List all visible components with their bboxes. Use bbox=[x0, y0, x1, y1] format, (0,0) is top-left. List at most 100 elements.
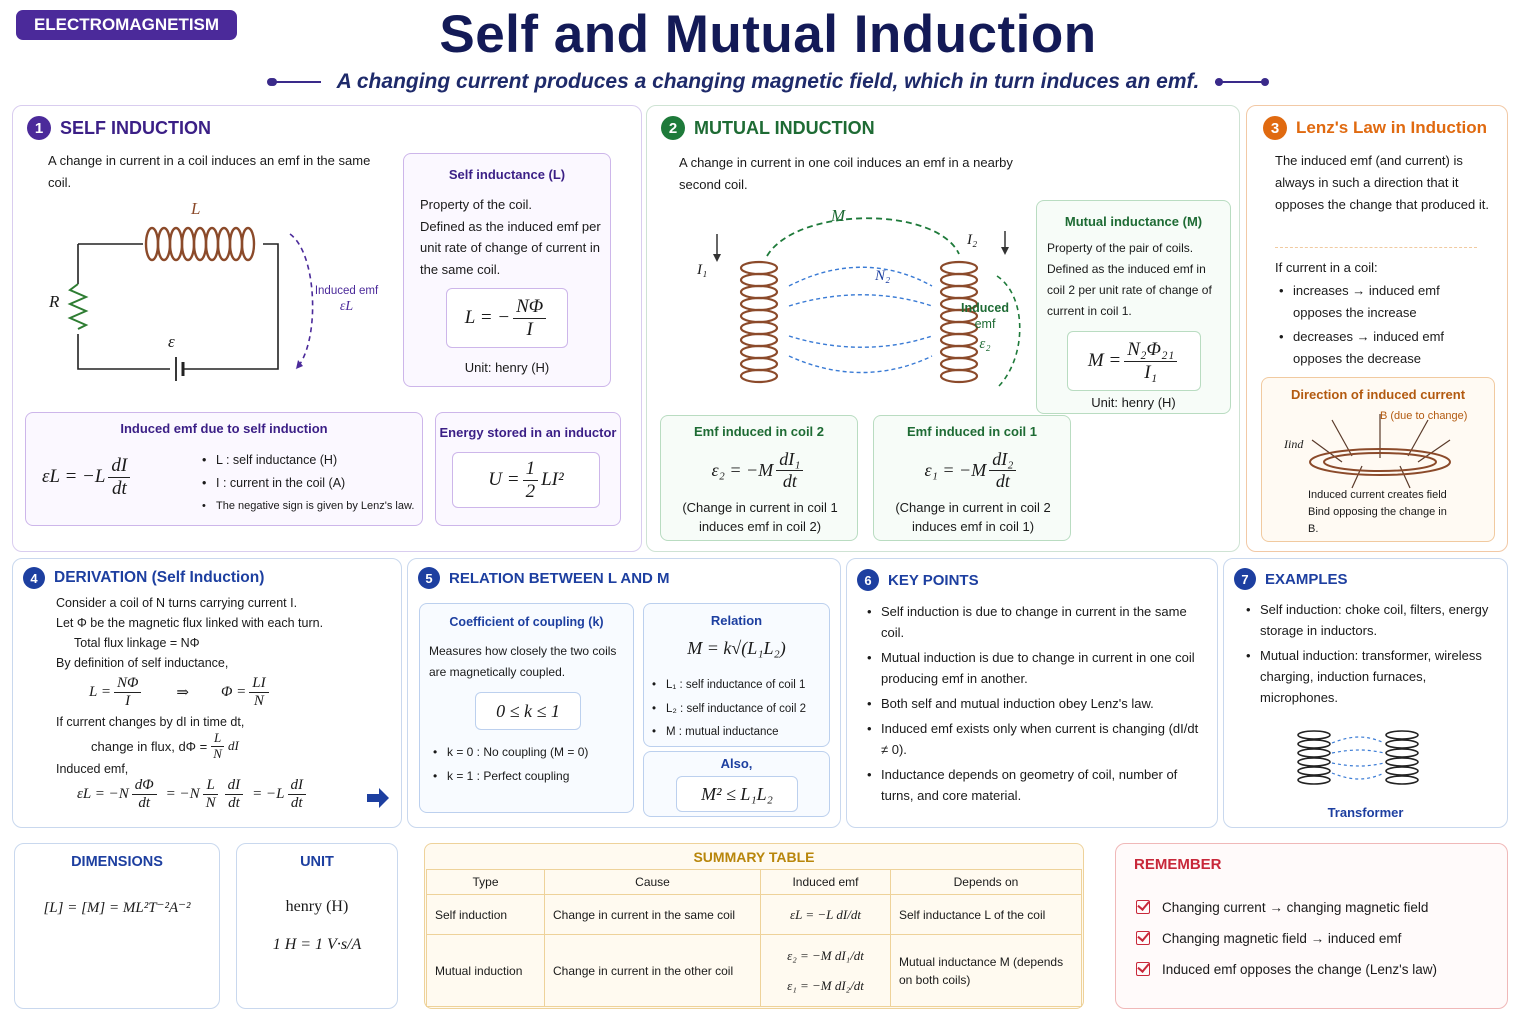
formula-lhs: ε₁ = −M bbox=[924, 459, 987, 480]
formula-denominator: dt bbox=[290, 795, 303, 812]
formula-part: = −N bbox=[165, 786, 200, 803]
divider bbox=[1275, 247, 1477, 248]
resistor-label: R bbox=[49, 292, 60, 311]
table-cell: Change in current in the same coil bbox=[544, 894, 761, 935]
examples-panel: 7 EXAMPLES Self induction: choke coil, f… bbox=[1223, 558, 1508, 828]
emf-coil1-note: (Change in current in coil 2 induces emf… bbox=[895, 500, 1051, 534]
formula-numerator: dI bbox=[287, 777, 307, 796]
checkbox-icon bbox=[1136, 931, 1150, 945]
inductor-label: L bbox=[191, 199, 201, 218]
formula-numerator: dI bbox=[108, 455, 131, 478]
field-B-label: B (due to change) bbox=[1380, 410, 1468, 422]
subtitle-decor-right bbox=[1215, 78, 1270, 86]
key-points-panel: 6 KEY POINTS Self induction is due to ch… bbox=[846, 558, 1218, 828]
formula-denominator: I bbox=[125, 693, 131, 710]
formula-lhs: εL = −L bbox=[42, 466, 106, 487]
category-tag: ELECTROMAGNETISM bbox=[16, 10, 237, 40]
key-point: Self induction is due to change in curre… bbox=[863, 601, 1203, 643]
summary-table: Type Cause Induced emf Depends on Self i… bbox=[426, 869, 1082, 1007]
column-header: Depends on bbox=[890, 869, 1082, 895]
table-cell: ε₂ = −M dI₁/dt ε₁ = −M dI₂/dt bbox=[760, 934, 891, 1007]
example-item: Mutual induction: transformer, wireless … bbox=[1242, 645, 1492, 708]
mutual-inductance-definition: Property of the pair of coils. Defined a… bbox=[1047, 238, 1227, 322]
dimensions-heading: DIMENSIONS bbox=[71, 854, 163, 870]
current-I1-label: I₁ bbox=[697, 262, 708, 278]
formula-denominator: I₁ bbox=[1144, 361, 1158, 383]
emf-coil2-note: (Change in current in coil 1 induces emf… bbox=[682, 500, 838, 534]
formula-denominator: dt bbox=[138, 795, 151, 812]
derivation-intro: Consider a coil of N turns carrying curr… bbox=[56, 593, 323, 673]
self-induction-panel: 1 SELF INDUCTION A change in current in … bbox=[12, 105, 642, 552]
formula-rhs: LI² bbox=[541, 469, 564, 490]
subtitle-row: A changing current produces a changing m… bbox=[250, 66, 1286, 98]
checkbox-icon bbox=[1136, 962, 1150, 976]
also-box: Also, M² ≤ L₁L₂ bbox=[643, 751, 830, 817]
derivation-line: By definition of self inductance, bbox=[56, 656, 229, 670]
self-inductance-title: Self inductance (L) bbox=[448, 167, 566, 182]
formula-lhs: ε₂ = −M bbox=[711, 459, 774, 480]
section-number: 2 bbox=[661, 116, 685, 140]
formula-numerator: dI₁ bbox=[776, 449, 804, 471]
mutual-inductance-title: Mutual inductance (M) bbox=[1064, 214, 1203, 229]
column-header: Type bbox=[426, 869, 545, 895]
relation-header: 5 RELATION BETWEEN L AND M bbox=[418, 567, 670, 589]
formula-numerator: N₂Φ₂₁ bbox=[1124, 339, 1178, 362]
transformer-caption: Transformer bbox=[1327, 805, 1404, 820]
formula-part: = −L bbox=[252, 786, 285, 803]
induced-emf-notes: L : self inductance (H) I : current in t… bbox=[198, 449, 414, 518]
self-induction-circuit-diagram bbox=[67, 226, 314, 381]
mutual-inductance-unit: Unit: henry (H) bbox=[1091, 395, 1176, 410]
formula-denominator: dt bbox=[228, 795, 240, 812]
direction-box: Direction of induced current B (due to c… bbox=[1261, 377, 1495, 542]
lenz-cases: increases → induced emf opposes the incr… bbox=[1275, 280, 1485, 370]
induced-emf-e2-label: Induced emf ε₂ bbox=[955, 300, 1015, 352]
formula-numerator: NΦ bbox=[513, 296, 547, 319]
mutual-induction-panel: 2 MUTUAL INDUCTION A change in current i… bbox=[646, 105, 1240, 552]
table-cell: Mutual induction bbox=[426, 934, 545, 1007]
derivation-line-5: If current changes by dI in time dt, bbox=[56, 715, 245, 729]
key-point: Inductance depends on geometry of coil, … bbox=[863, 764, 1203, 806]
label-line: ε₂ bbox=[979, 336, 991, 352]
key-points-header: 6 KEY POINTS bbox=[857, 569, 979, 591]
induced-emf-title: Induced emf due to self induction bbox=[120, 421, 328, 436]
subtitle: A changing current produces a changing m… bbox=[336, 70, 1200, 93]
also-formula: M² ≤ L₁L₂ bbox=[676, 776, 798, 812]
note-item: I : current in the coil (A) bbox=[198, 472, 414, 495]
remember-item: Changing current → changing magnetic fie… bbox=[1136, 892, 1437, 923]
section-number: 7 bbox=[1234, 568, 1256, 590]
formula-numerator: dI₂ bbox=[989, 449, 1017, 471]
derivation-line: Let Φ be the magnetic flux linked with e… bbox=[56, 616, 324, 630]
self-induction-header: 1 SELF INDUCTION bbox=[27, 116, 211, 140]
implies-arrow: ⇒ bbox=[176, 685, 189, 702]
relation-note: L₁ : self inductance of coil 1 bbox=[648, 674, 806, 698]
formula-lhs: Φ = bbox=[220, 684, 247, 701]
formula-denominator: N bbox=[213, 745, 222, 761]
transformer-icon bbox=[1297, 730, 1419, 785]
table-row: Mutual induction Change in current in th… bbox=[426, 934, 1082, 1007]
definition-line: Property of the pair of coils. bbox=[1047, 241, 1194, 255]
formula-denominator: dt bbox=[995, 470, 1010, 491]
coupling-box: Coefficient of coupling (k) Measures how… bbox=[419, 603, 634, 813]
formula-numerator: LI bbox=[249, 675, 269, 694]
section-number: 6 bbox=[857, 569, 879, 591]
derivation-line: Consider a coil of N turns carrying curr… bbox=[56, 596, 298, 610]
formula-denominator: 2 bbox=[525, 480, 536, 502]
summary-heading: SUMMARY TABLE bbox=[693, 849, 815, 865]
remember-text: Induced emf opposes the change (Lenz's l… bbox=[1162, 962, 1437, 977]
dimensions-formula: [L] = [M] = ML²T⁻²A⁻² bbox=[43, 900, 191, 916]
relation-box: Relation M = k√(L₁L₂) L₁ : self inductan… bbox=[643, 603, 830, 747]
mutual-induction-header: 2 MUTUAL INDUCTION bbox=[661, 116, 875, 140]
lenz-law-panel: 3 Lenz's Law in Induction The induced em… bbox=[1246, 105, 1508, 552]
definition-line: Defined as the induced emf per unit rate… bbox=[420, 218, 601, 277]
page-title: Self and Mutual Induction bbox=[439, 5, 1097, 64]
note-item: L : self inductance (H) bbox=[198, 449, 414, 472]
example-item: Self induction: choke coil, filters, ene… bbox=[1242, 599, 1492, 641]
note-item: The negative sign is given by Lenz's law… bbox=[198, 495, 414, 518]
induced-emf-box: Induced emf due to self induction εL = −… bbox=[25, 412, 423, 526]
